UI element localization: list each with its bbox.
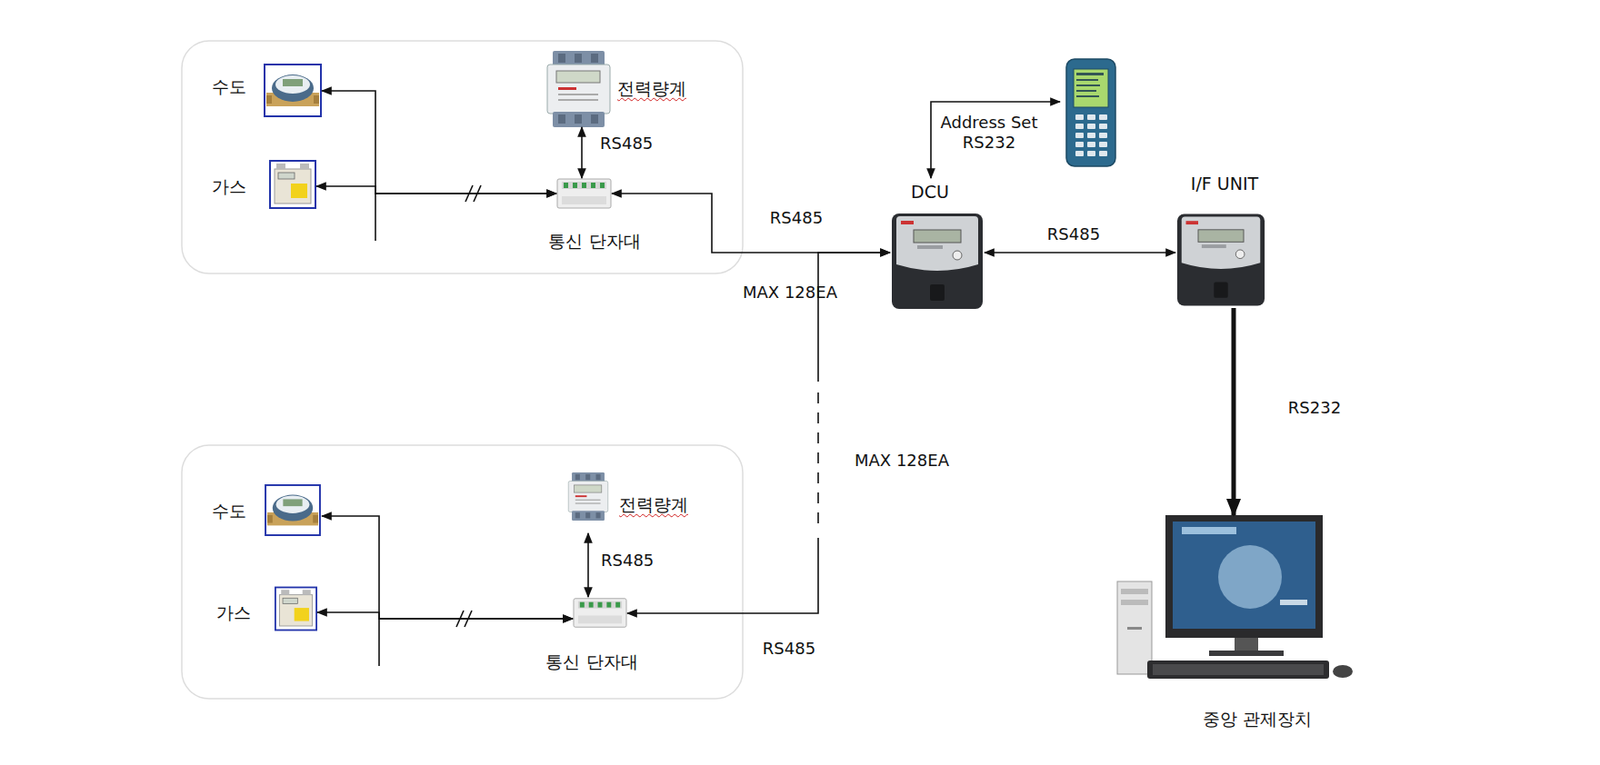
device-node: 전력량계 (545, 50, 612, 128)
connector (316, 186, 557, 194)
signal-label: RS485 (600, 550, 654, 571)
device-node: 수도 (263, 63, 322, 118)
break-mark (465, 185, 481, 202)
signal-label: RS485 (762, 639, 816, 660)
node-label: 전력량계 (619, 494, 689, 515)
group-outline (181, 445, 743, 700)
node-label: 통신 단자대 (548, 230, 640, 251)
dcu-image (891, 213, 983, 310)
wire (374, 193, 377, 241)
central-computer (1117, 515, 1353, 680)
node-label: 가스 (216, 602, 251, 623)
device-node: 통신 단자대 (572, 597, 628, 630)
device-node: 전력량계 (567, 460, 610, 534)
device-node: DCU (890, 211, 985, 311)
power-meter-image (547, 50, 610, 128)
connector (1231, 308, 1237, 516)
node-label: I/F UNIT (1190, 173, 1259, 194)
break-mark (456, 610, 472, 628)
node-label: 수도 (211, 76, 247, 97)
device-node: 통신 단자대 (556, 178, 612, 210)
node-label: 전력량계 (617, 78, 687, 99)
gas-meter-image (270, 160, 316, 209)
connector (587, 533, 590, 598)
connector (321, 516, 573, 620)
annotation-label: MAX 128EA (854, 450, 950, 471)
power-meter-image (568, 472, 608, 521)
group-outline (181, 40, 743, 274)
connector (321, 90, 557, 194)
annotation-label: Address Set RS232 (934, 112, 1044, 153)
device-node: 중앙 관제장치 (1117, 515, 1358, 684)
gas-meter-image (275, 588, 317, 631)
signal-label: RS485 (770, 208, 823, 229)
connector (611, 193, 890, 253)
device-node: 가스 (269, 160, 317, 210)
connector (317, 612, 573, 620)
connector (984, 251, 1176, 254)
annotation-label: MAX 128EA (742, 282, 838, 303)
device-node: 가스 (274, 584, 318, 634)
node-label: DCU (910, 181, 950, 202)
signal-label: RS485 (1047, 224, 1100, 245)
node-label: 수도 (211, 500, 247, 521)
water-meter-image (264, 64, 321, 117)
terminal-block-image (573, 599, 627, 628)
connector (627, 252, 890, 614)
if-unit-image (1177, 214, 1265, 307)
handheld-terminal (1066, 59, 1116, 167)
node-label: 가스 (211, 176, 247, 197)
signal-label: RS485 (600, 133, 653, 154)
node-label: 통신 단자대 (545, 651, 638, 672)
signal-label: RS232 (1288, 398, 1341, 419)
device-node: 수도 (263, 484, 322, 537)
address-set-link (930, 101, 1060, 179)
wire (378, 619, 380, 667)
device-node: I/F UNIT (1175, 211, 1267, 309)
terminal-block-image (557, 179, 611, 209)
water-meter-image (265, 485, 320, 536)
connector (580, 127, 583, 179)
node-label: 중앙 관제장치 (1202, 709, 1312, 730)
